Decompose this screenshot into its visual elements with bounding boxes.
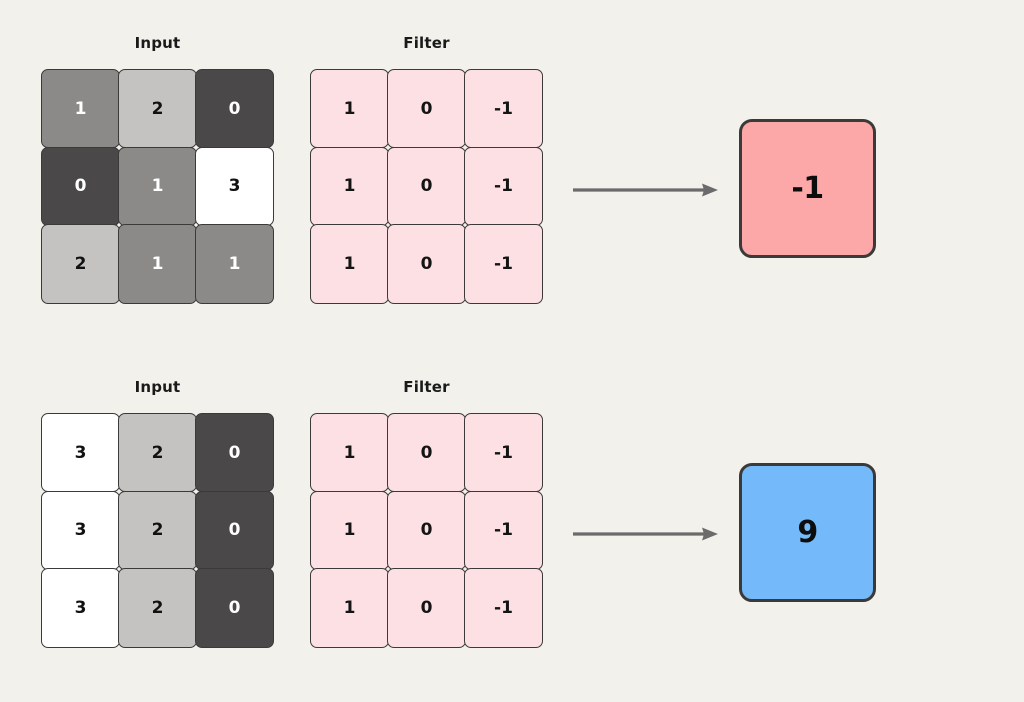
input-cell: 2 [118,490,197,570]
input-cell: 0 [195,413,274,493]
filter-cell: 1 [310,490,389,570]
input-cell: 0 [41,146,120,226]
arrow-right-icon [570,516,722,552]
filter-cell: -1 [464,69,543,149]
filter-cell: 0 [387,146,466,226]
input-caption: Input [134,34,181,52]
filter-cell: 1 [310,568,389,648]
input-cell: 3 [195,146,274,226]
input-cell: 3 [41,413,120,493]
input-cell: 1 [118,146,197,226]
filter-caption: Filter [403,34,450,52]
input-cell: 3 [41,568,120,648]
input-cell: 2 [118,69,197,149]
input-cell: 2 [118,413,197,493]
convolution-example-row-2: Input Filter 3 2 0 3 2 0 3 2 0 1 0 -1 1 … [0,344,1024,702]
filter-cell: 0 [387,490,466,570]
filter-cell: 1 [310,224,389,304]
filter-cell: -1 [464,413,543,493]
input-cell: 3 [41,490,120,570]
input-cell: 1 [41,69,120,149]
filter-cell: 0 [387,224,466,304]
filter-cell: -1 [464,568,543,648]
filter-cell: -1 [464,224,543,304]
input-cell: 0 [195,568,274,648]
input-cell: 2 [41,224,120,304]
filter-cell: 1 [310,69,389,149]
output-value-box: 9 [739,463,876,602]
filter-cell: 1 [310,413,389,493]
input-grid: 3 2 0 3 2 0 3 2 0 [41,413,274,648]
filter-cell: 0 [387,69,466,149]
input-cell: 2 [118,568,197,648]
filter-grid: 1 0 -1 1 0 -1 1 0 -1 [310,69,543,304]
input-cell: 0 [195,490,274,570]
input-cell: 1 [118,224,197,304]
filter-cell: 1 [310,146,389,226]
filter-cell: 0 [387,568,466,648]
filter-cell: -1 [464,490,543,570]
input-cell: 0 [195,69,274,149]
convolution-example-row-1: Input Filter 1 2 0 0 1 3 2 1 1 1 0 -1 1 … [0,0,1024,340]
filter-cell: 0 [387,413,466,493]
input-caption: Input [134,378,181,396]
filter-grid: 1 0 -1 1 0 -1 1 0 -1 [310,413,543,648]
arrow-right-icon [570,172,722,208]
input-grid: 1 2 0 0 1 3 2 1 1 [41,69,274,304]
input-cell: 1 [195,224,274,304]
filter-cell: -1 [464,146,543,226]
output-value-box: -1 [739,119,876,258]
filter-caption: Filter [403,378,450,396]
